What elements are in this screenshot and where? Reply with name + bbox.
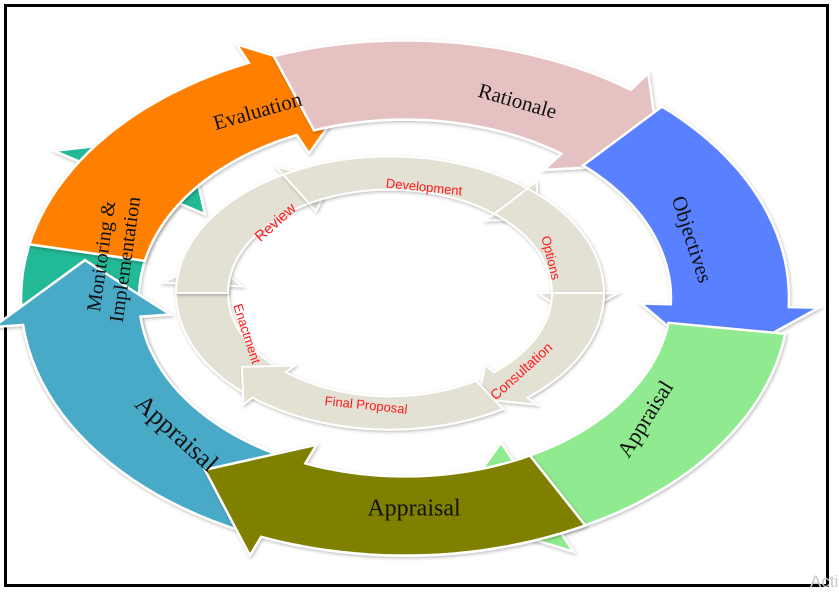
outer-label-appraisal-2: Appraisal: [367, 496, 461, 522]
inner-arrow-final-proposal: [240, 364, 506, 431]
outer-cycle: [0, 39, 824, 559]
outer-arrow-appraisal-2: [203, 442, 588, 559]
inner-arrow-consultation: [477, 292, 606, 406]
inner-cycle: [158, 155, 622, 431]
watermark-text: Acti: [810, 572, 839, 591]
